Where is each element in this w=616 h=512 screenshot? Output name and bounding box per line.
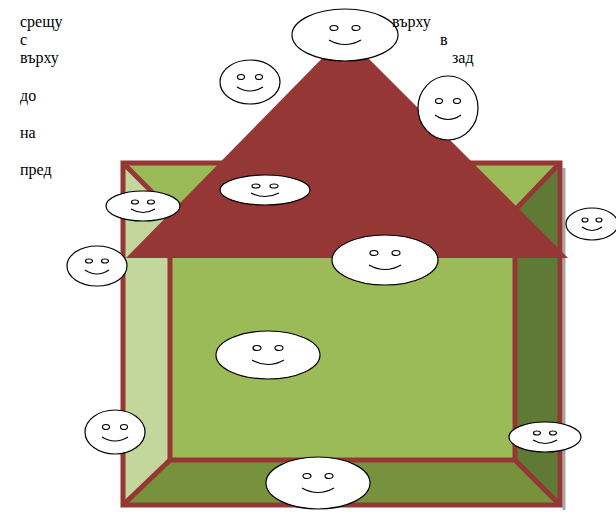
- smiley: [85, 410, 145, 454]
- roof: [126, 35, 568, 258]
- preposition-word: пред: [20, 160, 52, 180]
- preposition-word: срещу: [20, 12, 63, 32]
- smiley: [220, 60, 280, 104]
- preposition-word: върху: [20, 48, 59, 68]
- smiley: [332, 235, 438, 285]
- preposition-word: с: [20, 30, 27, 50]
- preposition-word: върху: [392, 12, 431, 32]
- preposition-word: в: [440, 30, 448, 50]
- corner-line: [515, 163, 560, 210]
- smiley: [220, 175, 310, 205]
- smiley: [418, 76, 478, 140]
- smiley: [292, 9, 398, 61]
- preposition-word: до: [20, 86, 36, 106]
- smiley: [216, 331, 320, 379]
- preposition-word: зад: [452, 48, 474, 68]
- smiley: [67, 246, 127, 286]
- corner-line: [123, 460, 170, 505]
- preposition-word: на: [20, 123, 36, 143]
- smiley: [106, 191, 180, 221]
- shadow-line: [563, 168, 566, 510]
- smiley: [266, 457, 370, 509]
- smileys: [67, 9, 616, 509]
- smiley: [509, 422, 581, 452]
- corner-line: [515, 460, 560, 505]
- smiley: [566, 208, 616, 240]
